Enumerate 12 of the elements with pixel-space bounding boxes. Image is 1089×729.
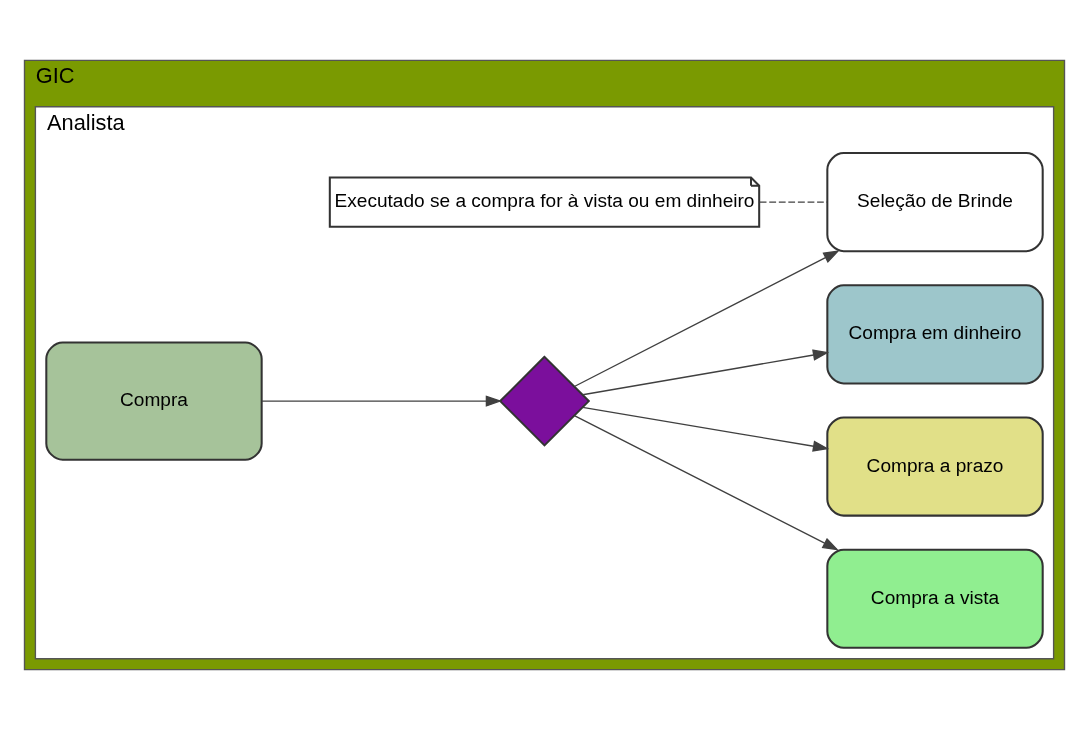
arrow	[573, 414, 839, 550]
arrow	[582, 406, 830, 452]
arrow	[582, 348, 830, 395]
node-box: Seleção de Brinde	[826, 151, 1044, 252]
node-diamond	[498, 354, 591, 447]
arrow	[261, 394, 503, 407]
connector	[758, 200, 828, 203]
node-box: Compra	[45, 341, 263, 461]
arrow	[573, 249, 840, 387]
node-box: Compra a prazo	[826, 415, 1044, 517]
node-box: Compra em dinheiro	[826, 283, 1044, 384]
node-box: Compra a vista	[826, 548, 1044, 649]
